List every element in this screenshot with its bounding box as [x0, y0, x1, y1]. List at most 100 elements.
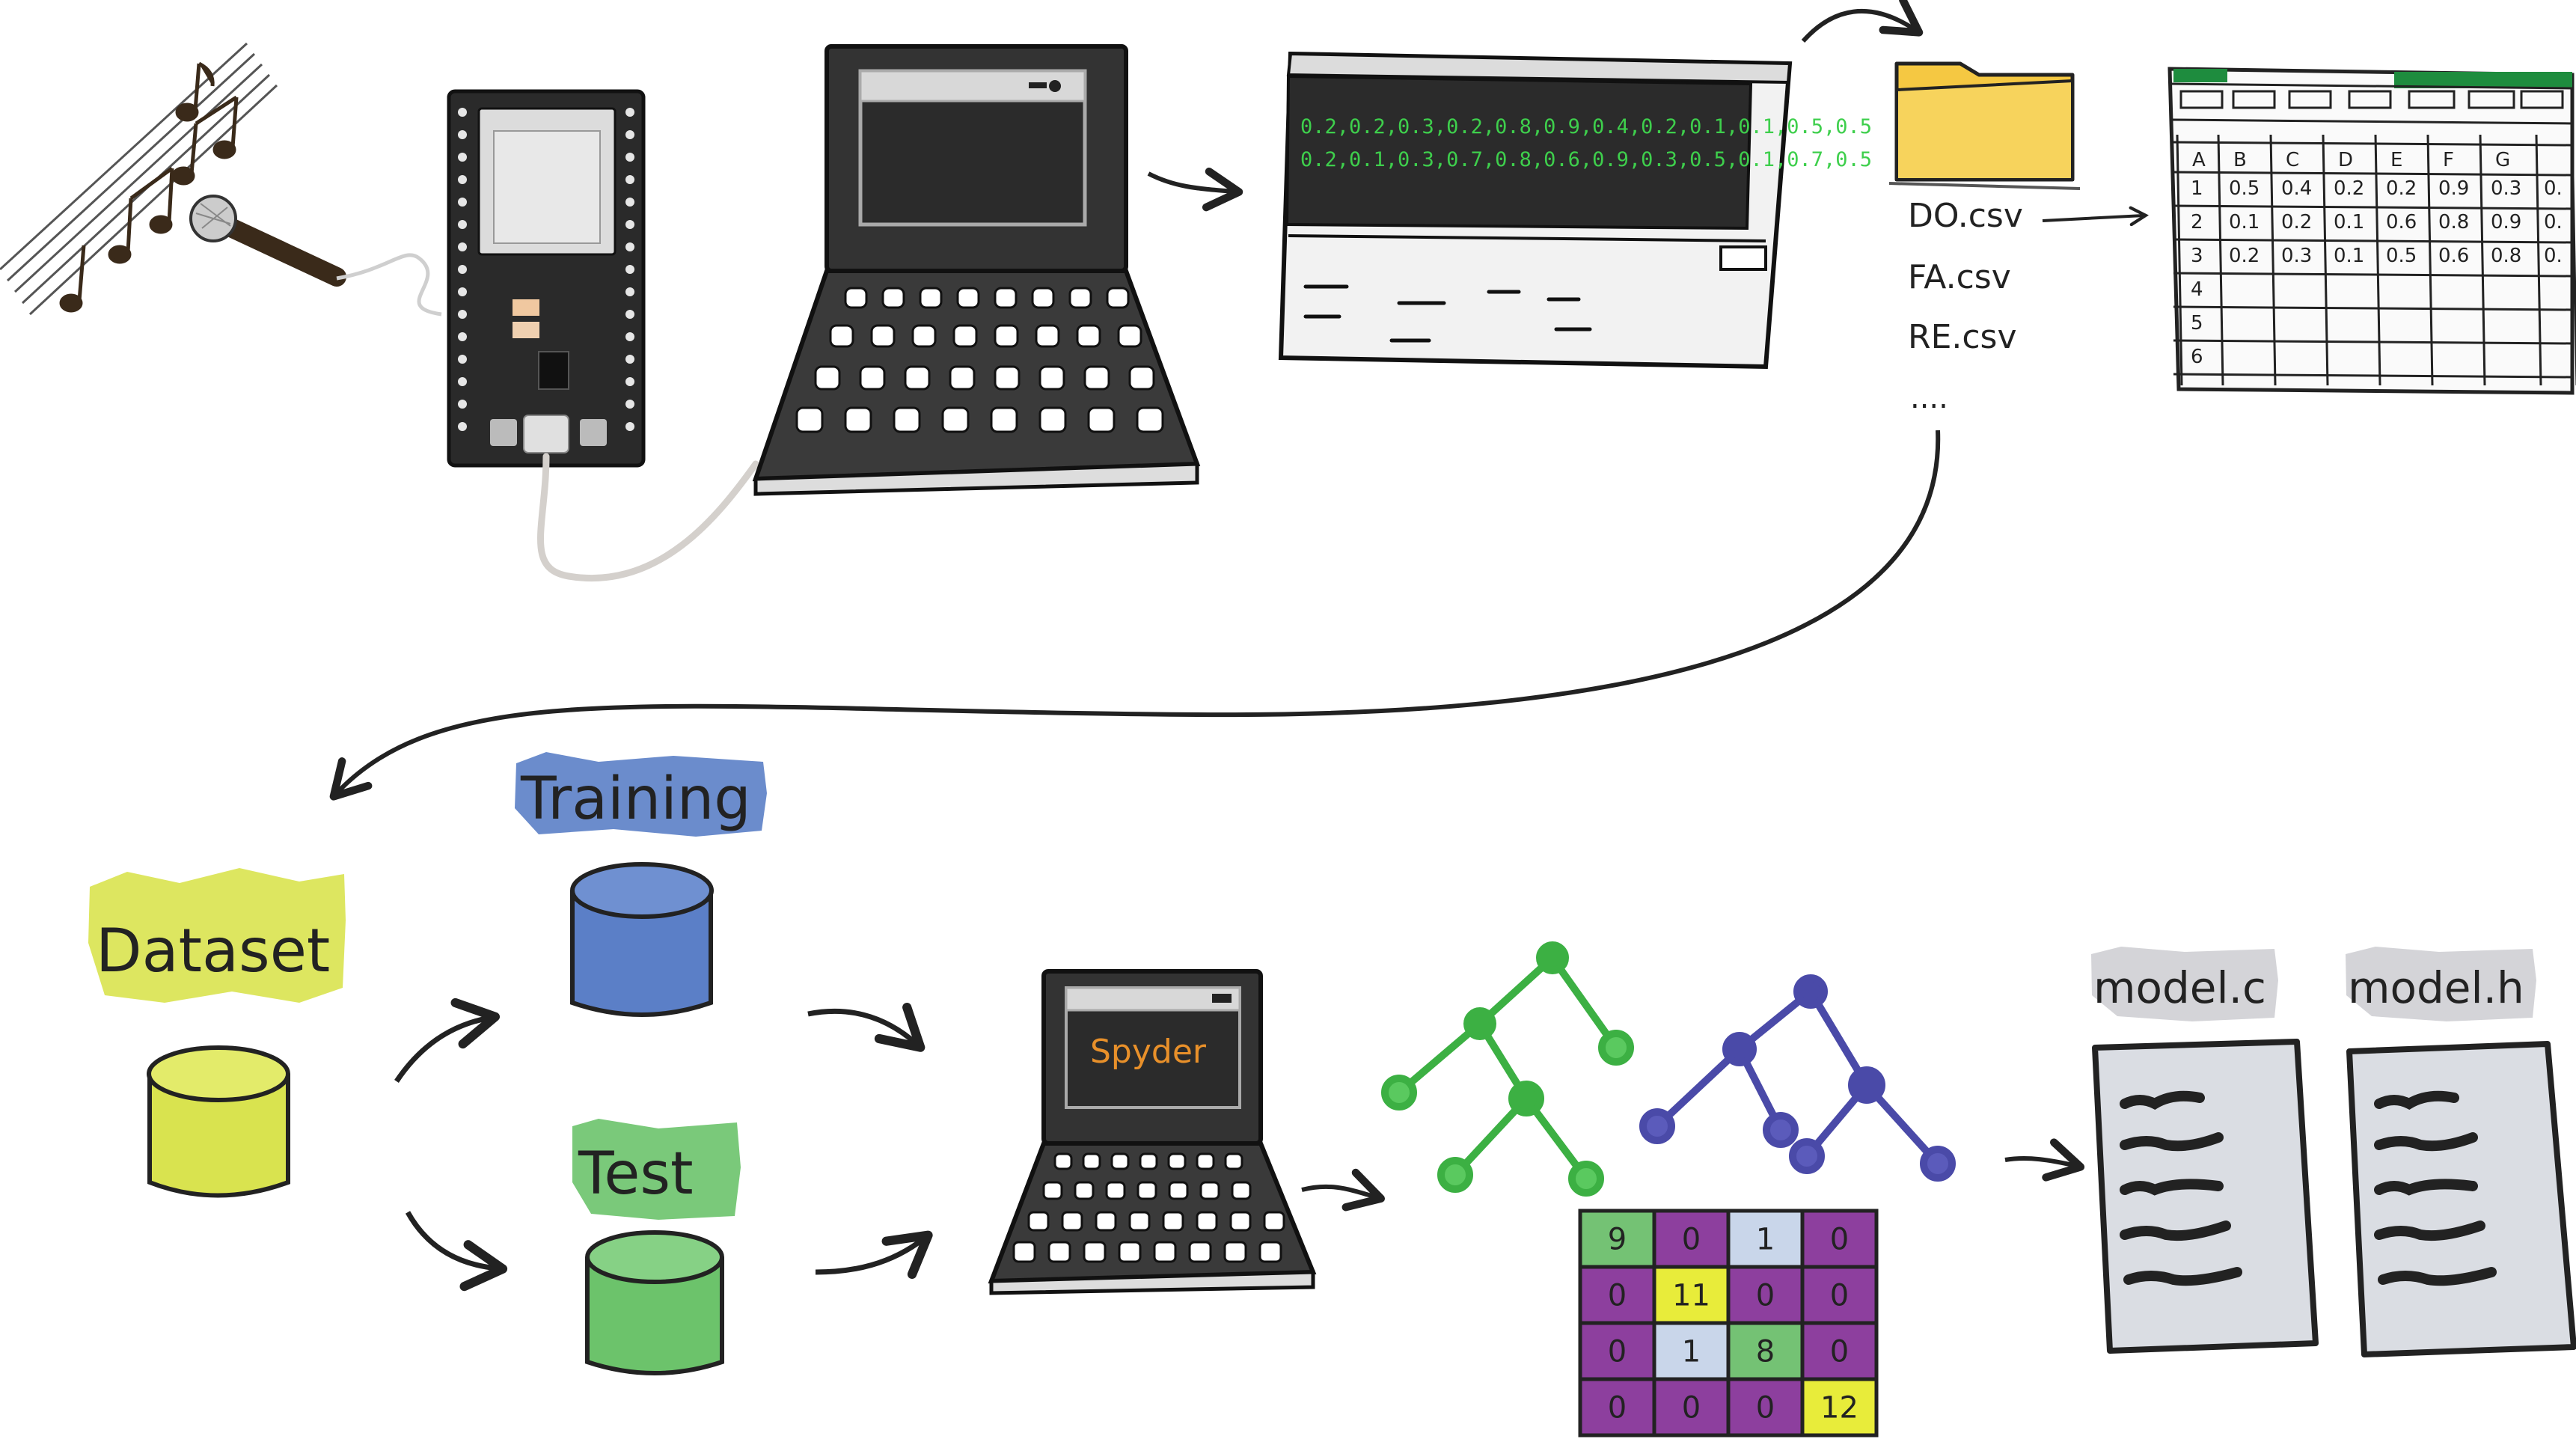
sheet-row-number: 2 [2191, 211, 2203, 233]
matrix-cell [1578, 1377, 1656, 1438]
sheet-column-header: C [2286, 149, 2299, 171]
sheet-cell: 0.1 [2229, 211, 2260, 233]
microcontroller-board-icon [447, 89, 759, 582]
matrix-value: 11 [1672, 1279, 1710, 1313]
matrix-value: 0 [1682, 1223, 1701, 1257]
sheet-cell: 0.2 [2386, 177, 2417, 200]
arrow-model-to-files [2004, 1138, 2085, 1182]
dataset-label-highlight [88, 868, 346, 1003]
microphone-icon [189, 195, 442, 317]
laptop-icon [988, 969, 1317, 1295]
sheet-cell: 0.5 [2386, 245, 2417, 267]
sheet-cell: 0. [2544, 245, 2563, 267]
file-do: DO.csv [1908, 197, 2023, 235]
sheet-cell: 0.6 [2438, 245, 2469, 267]
matrix-cell [1726, 1321, 1805, 1381]
file-more: .... [1910, 381, 1948, 415]
training-label-highlight [515, 752, 767, 837]
sheet-cell: 0.5 [2229, 177, 2260, 200]
sheet-row-number: 1 [2191, 177, 2203, 200]
document-icon [2092, 1039, 2319, 1354]
decision-tree-icon [1381, 941, 1634, 1197]
matrix-value: 0 [1608, 1335, 1627, 1369]
terminal-window-icon: 0.2,0.2,0.3,0.2,0.8,0.9,0.4,0.2,0.1,0.1,… [1278, 51, 1872, 370]
sheet-cell: 0.2 [2334, 177, 2364, 200]
matrix-value: 0 [1830, 1223, 1849, 1257]
model-h-label: model.h [2348, 962, 2524, 1013]
sheet-column-header: F [2443, 149, 2454, 171]
matrix-value: 9 [1608, 1223, 1627, 1257]
matrix-value: 1 [1756, 1223, 1775, 1257]
serial-line-1: 0.2,0.2,0.3,0.2,0.8,0.9,0.4,0.2,0.1,0.1,… [1300, 115, 1872, 138]
matrix-value: 12 [1820, 1391, 1858, 1426]
matrix-value: 0 [1608, 1279, 1627, 1313]
serial-line-2: 0.2,0.1,0.3,0.7,0.8,0.6,0.9,0.3,0.5,0.1,… [1300, 148, 1872, 171]
spreadsheet-icon [2167, 67, 2576, 395]
sheet-cell: 0.8 [2438, 211, 2469, 233]
model-h-label-highlight [2346, 947, 2536, 1021]
matrix-cell [1652, 1377, 1731, 1438]
matrix-cell [1800, 1377, 1879, 1438]
document-icon [2346, 1041, 2576, 1357]
model-c-label: model.c [2093, 962, 2266, 1013]
arrow-dataset-to-test [405, 1211, 508, 1292]
training-label: Training [520, 766, 751, 833]
sheet-cell: 0.3 [2281, 245, 2312, 267]
sheet-cell: 0.3 [2491, 177, 2521, 200]
arrow-files-to-dataset [329, 430, 1941, 801]
sheet-cell: 0. [2544, 177, 2563, 200]
matrix-cell [1578, 1321, 1656, 1381]
arrow-laptop-to-terminal [1147, 167, 1243, 212]
dataset-label: Dataset [96, 916, 330, 986]
arrow-dataset-to-training [394, 998, 501, 1083]
model-c-label-highlight [2091, 947, 2278, 1021]
arrow-test-to-spyder [815, 1230, 933, 1280]
arrow-spyder-to-model [1301, 1168, 1386, 1212]
sheet-column-header: A [2192, 149, 2206, 171]
matrix-value: 1 [1682, 1335, 1701, 1369]
sheet-column-header: E [2390, 149, 2402, 171]
laptop-icon [752, 44, 1201, 496]
sheet-column-header: G [2495, 149, 2510, 171]
ide-label: Spyder [1090, 1033, 1207, 1071]
music-notes-icon [0, 42, 278, 316]
sheet-cell: 0. [2544, 211, 2563, 233]
sheet-row-number: 3 [2191, 245, 2203, 267]
folder-icon [1888, 61, 2081, 190]
matrix-cell [1726, 1377, 1805, 1438]
matrix-value: 0 [1756, 1279, 1775, 1313]
file-re: RE.csv [1908, 318, 2017, 356]
sheet-cell: 0.8 [2491, 245, 2521, 267]
sheet-cell: 0.4 [2281, 177, 2312, 200]
matrix-cell [1578, 1265, 1656, 1325]
matrix-value: 0 [1682, 1391, 1701, 1426]
decision-tree-icon [1639, 974, 1956, 1182]
file-fa: FA.csv [1908, 258, 2011, 296]
test-label: Test [578, 1140, 694, 1208]
sheet-cell: 0.1 [2334, 211, 2364, 233]
database-icon [585, 1230, 724, 1375]
matrix-value: 0 [1608, 1391, 1627, 1426]
arrow-file-to-spreadsheet [2042, 206, 2150, 227]
sheet-column-header: B [2233, 149, 2247, 171]
sheet-cell: 0.6 [2386, 211, 2417, 233]
sheet-cell: 0.1 [2334, 245, 2364, 267]
sheet-row-number: 5 [2191, 312, 2203, 334]
matrix-value: 0 [1830, 1279, 1849, 1313]
sheet-cell: 0.2 [2229, 245, 2260, 267]
sheet-row-number: 6 [2191, 346, 2203, 368]
sheet-row-number: 4 [2191, 278, 2203, 301]
database-icon [147, 1045, 290, 1198]
arrow-terminal-to-folder [1801, 0, 1924, 43]
arrow-training-to-spyder [807, 1003, 926, 1052]
matrix-cell [1726, 1209, 1805, 1269]
database-icon [570, 862, 714, 1017]
matrix-value: 0 [1756, 1391, 1775, 1426]
sheet-cell: 0.9 [2438, 177, 2469, 200]
test-label-highlight [572, 1119, 741, 1220]
sheet-cell: 0.2 [2281, 211, 2312, 233]
matrix-value: 8 [1756, 1335, 1775, 1369]
